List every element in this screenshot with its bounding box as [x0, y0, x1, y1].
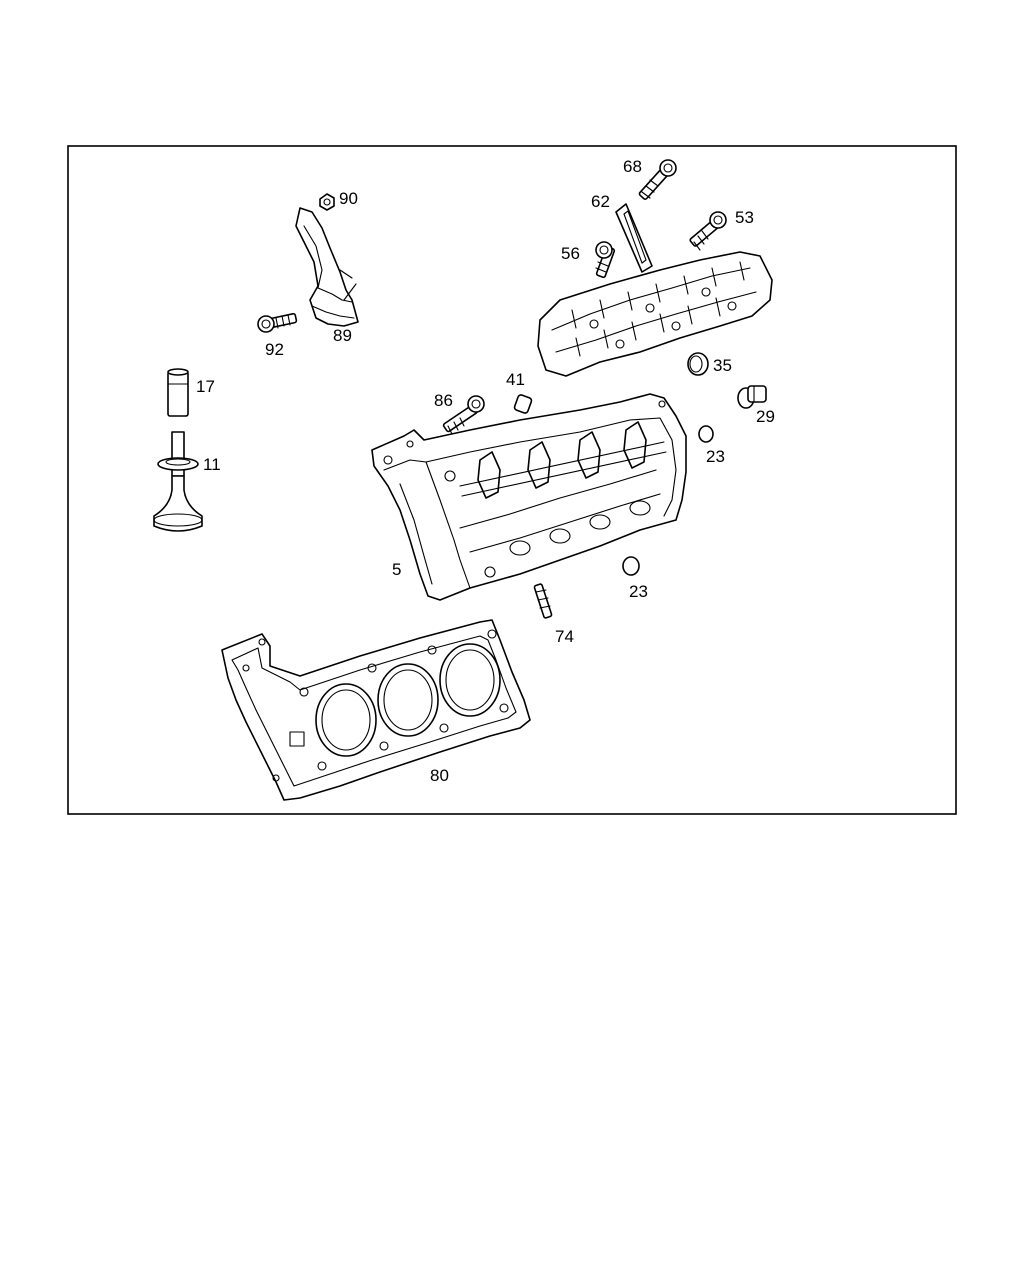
- plug-29: [737, 385, 767, 409]
- valve-guide-17: [167, 368, 189, 417]
- sleeve-41: [513, 394, 533, 414]
- callout-5: 5: [392, 560, 401, 579]
- callout-80: 80: [430, 766, 449, 785]
- bolt-68: [638, 159, 677, 200]
- cylinder-head-5: [371, 393, 687, 601]
- gasket-62: [615, 203, 653, 273]
- bolt-86: [442, 395, 485, 435]
- nut-90: [319, 193, 335, 211]
- sleeve-23-lower: [622, 556, 640, 576]
- diagram-frame: [67, 145, 957, 815]
- bolt-92: [257, 312, 298, 333]
- camshaft-housing: [537, 251, 773, 377]
- sleeve-23-upper: [698, 425, 714, 443]
- ring-35: [687, 352, 709, 376]
- callout-17: 17: [196, 377, 215, 396]
- callout-89: 89: [333, 326, 352, 345]
- callout-92: 92: [265, 340, 284, 359]
- callout-23-lower: 23: [629, 582, 648, 601]
- callout-41: 41: [506, 370, 525, 389]
- callout-11: 11: [203, 455, 221, 474]
- callout-90: 90: [339, 189, 358, 208]
- stud-74: [533, 583, 553, 619]
- bolt-56: [595, 241, 616, 279]
- bolt-53: [689, 211, 727, 251]
- callout-35: 35: [713, 356, 732, 375]
- callout-62: 62: [591, 192, 610, 211]
- callout-23-upper: 23: [706, 447, 725, 466]
- bracket-89: [295, 207, 359, 327]
- callout-29: 29: [756, 407, 775, 426]
- callout-56: 56: [561, 244, 580, 263]
- callout-53: 53: [735, 208, 754, 227]
- head-gasket-80: [221, 619, 531, 801]
- valve-11: [153, 431, 203, 532]
- callout-74: 74: [555, 627, 574, 646]
- callout-86: 86: [434, 391, 453, 410]
- callout-68: 68: [623, 157, 642, 176]
